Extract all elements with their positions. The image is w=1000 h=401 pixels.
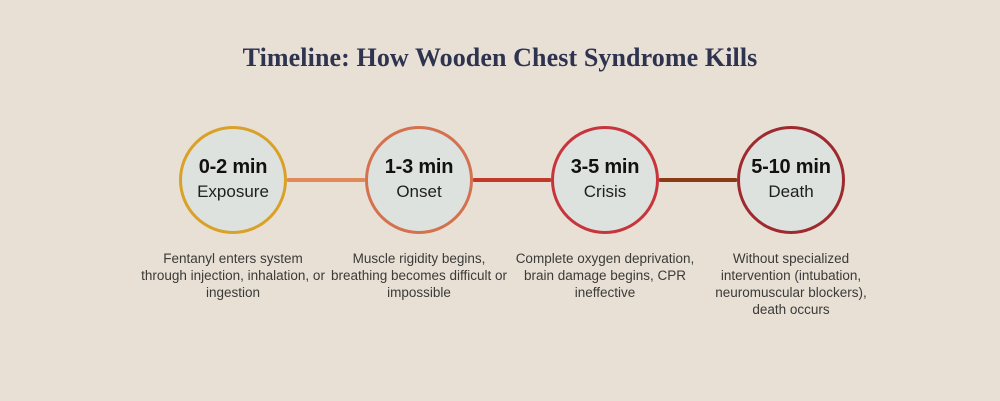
page-title: Timeline: How Wooden Chest Syndrome Kill… <box>242 43 758 72</box>
step-circle[interactable]: 5-10 min Death <box>737 126 845 234</box>
timeline-step[interactable]: 5-10 min Death Without specialized inter… <box>715 126 867 317</box>
step-caption: Fentanyl enters system through injection… <box>141 251 325 300</box>
timeline-track: 0-2 min Exposure Fentanyl enters system … <box>141 126 867 317</box>
step-time-label: 0-2 min <box>198 156 268 179</box>
step-circle[interactable]: 1-3 min Onset <box>365 126 473 234</box>
step-phase-label: Exposure <box>197 182 269 202</box>
step-phase-label: Death <box>768 182 814 202</box>
timeline-step[interactable]: 0-2 min Exposure Fentanyl enters system … <box>141 126 325 300</box>
timeline-step[interactable]: 3-5 min Crisis Complete oxygen deprivati… <box>516 126 694 300</box>
step-circle[interactable]: 0-2 min Exposure <box>179 126 287 234</box>
step-circle[interactable]: 3-5 min Crisis <box>551 126 659 234</box>
step-phase-label: Crisis <box>583 182 627 202</box>
connector-line <box>659 178 737 182</box>
step-caption: Complete oxygen deprivation, brain damag… <box>515 251 695 300</box>
timeline-step[interactable]: 1-3 min Onset Muscle rigidity begins, br… <box>331 126 507 300</box>
connector-line <box>287 178 365 182</box>
connector-line <box>473 178 551 182</box>
step-time-label: 1-3 min <box>384 156 454 179</box>
step-caption: Without specialized intervention (intuba… <box>715 251 867 317</box>
step-time-label: 5-10 min <box>751 156 831 179</box>
step-time-label: 3-5 min <box>570 156 640 179</box>
step-caption: Muscle rigidity begins, breathing become… <box>330 251 508 300</box>
step-phase-label: Onset <box>396 182 442 202</box>
